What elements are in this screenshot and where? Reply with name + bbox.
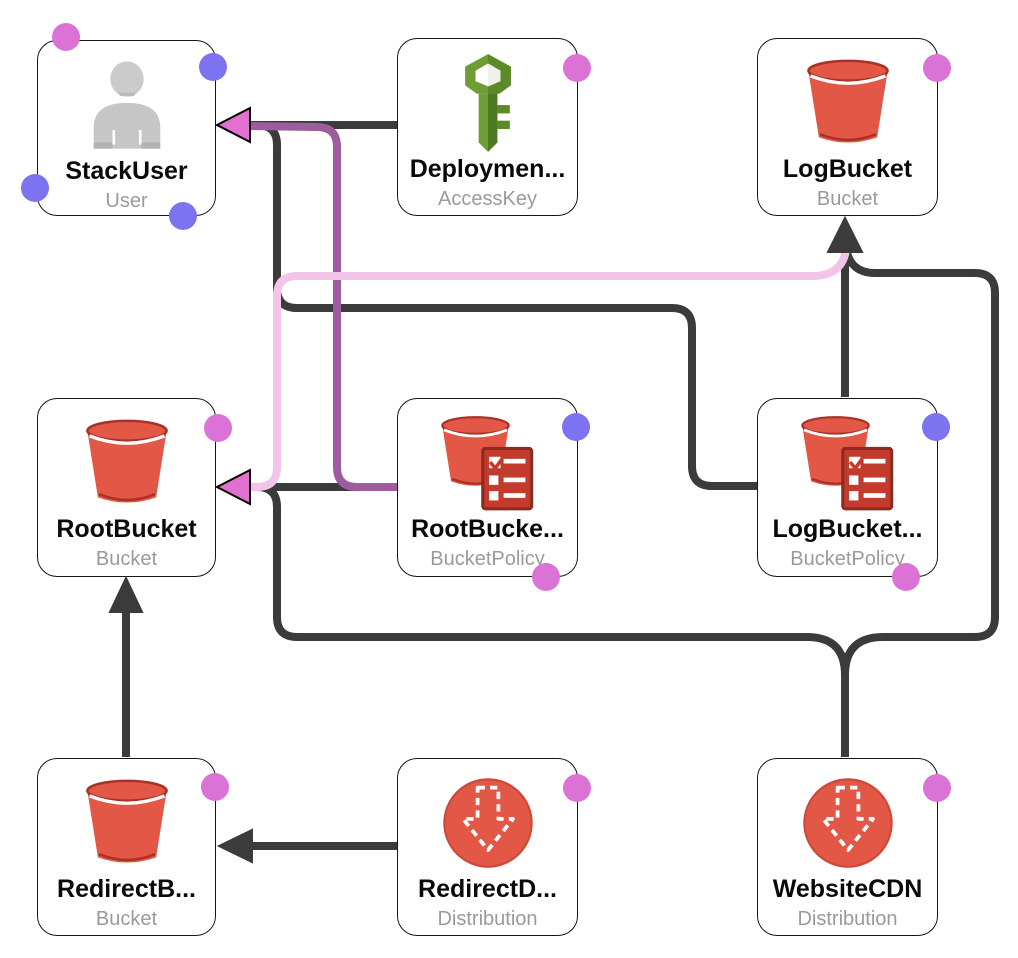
node-title: RootBucke... bbox=[411, 515, 564, 543]
node-subtitle: Bucket bbox=[95, 547, 158, 570]
node-redirectdistribution[interactable]: RedirectD... Distribution bbox=[397, 758, 578, 936]
edge-rootbucketpolicy-to-stackuser bbox=[246, 122, 397, 491]
node-stackuser[interactable]: StackUser User bbox=[37, 40, 216, 216]
distribution-icon bbox=[794, 771, 902, 875]
bucket-icon bbox=[73, 771, 181, 875]
node-subtitle: Distribution bbox=[437, 907, 538, 930]
bucket-icon bbox=[73, 411, 181, 515]
arrowhead-into-logbucket-bottom bbox=[826, 215, 864, 253]
node-title: RootBucket bbox=[56, 515, 197, 543]
node-rootbucket[interactable]: RootBucket Bucket bbox=[37, 398, 216, 577]
node-logbucket[interactable]: LogBucket Bucket bbox=[757, 38, 938, 216]
node-subtitle: BucketPolicy bbox=[790, 547, 905, 570]
node-subtitle: Bucket bbox=[816, 187, 879, 210]
node-title: RedirectB... bbox=[57, 875, 196, 903]
bucket-icon bbox=[794, 51, 902, 155]
bucket-policy-icon bbox=[794, 411, 902, 515]
node-deployment-accesskey[interactable]: Deploymen... AccessKey bbox=[397, 38, 578, 216]
node-logbucketpolicy[interactable]: LogBucket... BucketPolicy bbox=[757, 398, 938, 577]
node-title: WebsiteCDN bbox=[772, 875, 923, 903]
bucket-policy-icon bbox=[434, 411, 542, 515]
arrowhead-into-rootbucket-right bbox=[214, 468, 251, 506]
node-subtitle: BucketPolicy bbox=[430, 547, 545, 570]
node-websitecdn[interactable]: WebsiteCDN Distribution bbox=[757, 758, 938, 936]
user-icon bbox=[73, 53, 181, 157]
node-subtitle: User bbox=[105, 189, 148, 212]
node-subtitle: Bucket bbox=[95, 907, 158, 930]
distribution-icon bbox=[434, 771, 542, 875]
node-subtitle: Distribution bbox=[797, 907, 898, 930]
node-title: LogBucket... bbox=[772, 515, 923, 543]
node-title: LogBucket bbox=[782, 155, 913, 183]
node-redirectbucket[interactable]: RedirectB... Bucket bbox=[37, 758, 216, 936]
access-key-icon bbox=[434, 51, 542, 155]
arrowhead-into-redirectbucket bbox=[216, 828, 253, 864]
node-title: RedirectD... bbox=[418, 875, 557, 903]
arrowhead-into-rootbucket-bottom bbox=[108, 575, 144, 613]
arrowhead-into-stackuser bbox=[214, 106, 251, 144]
node-title: Deploymen... bbox=[409, 155, 566, 183]
node-rootbucketpolicy[interactable]: RootBucke... BucketPolicy bbox=[397, 398, 578, 577]
node-subtitle: AccessKey bbox=[438, 187, 537, 210]
node-title: StackUser bbox=[65, 157, 188, 185]
